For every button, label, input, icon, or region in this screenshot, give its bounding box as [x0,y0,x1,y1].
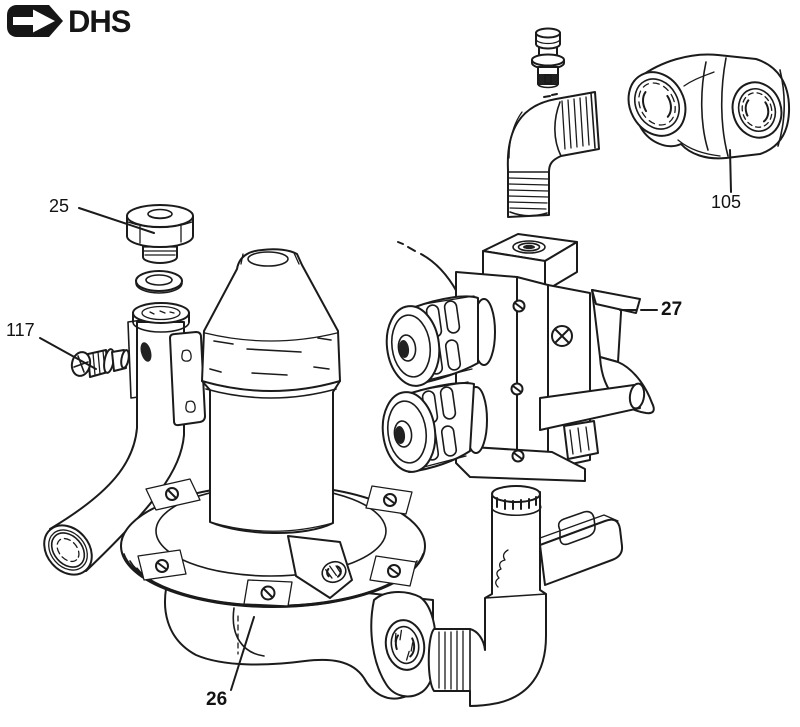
hose-nipple-drawing [531,27,565,89]
part-label-25: 25 [49,196,70,216]
outlet-pipe-elbow-drawing [427,485,624,707]
washer-drawing [135,270,183,294]
leader-117 [39,337,97,370]
part-label-117: 117 [6,320,35,340]
leader-25 [78,207,155,234]
part-label-26: 26 [206,689,228,710]
part-label-105: 105 [711,192,742,212]
valve-assembly-drawing [381,233,655,482]
leader-lines [39,149,732,691]
cap-nut-drawing [126,204,194,264]
leader-105 [729,149,732,193]
regulator-body-drawing [120,248,437,700]
bracket-screw-drawing [70,348,130,378]
street-elbow-drawing [506,91,600,218]
leader-26 [230,616,255,691]
elbow-union-nut-drawing [627,53,791,160]
part-label-27: 27 [661,299,683,320]
brand-name: DHS [68,3,131,40]
vent-pipe-drawing [43,302,206,576]
brand-logo: DHS [6,3,131,40]
dhs-arrow-logo-icon [7,5,63,37]
